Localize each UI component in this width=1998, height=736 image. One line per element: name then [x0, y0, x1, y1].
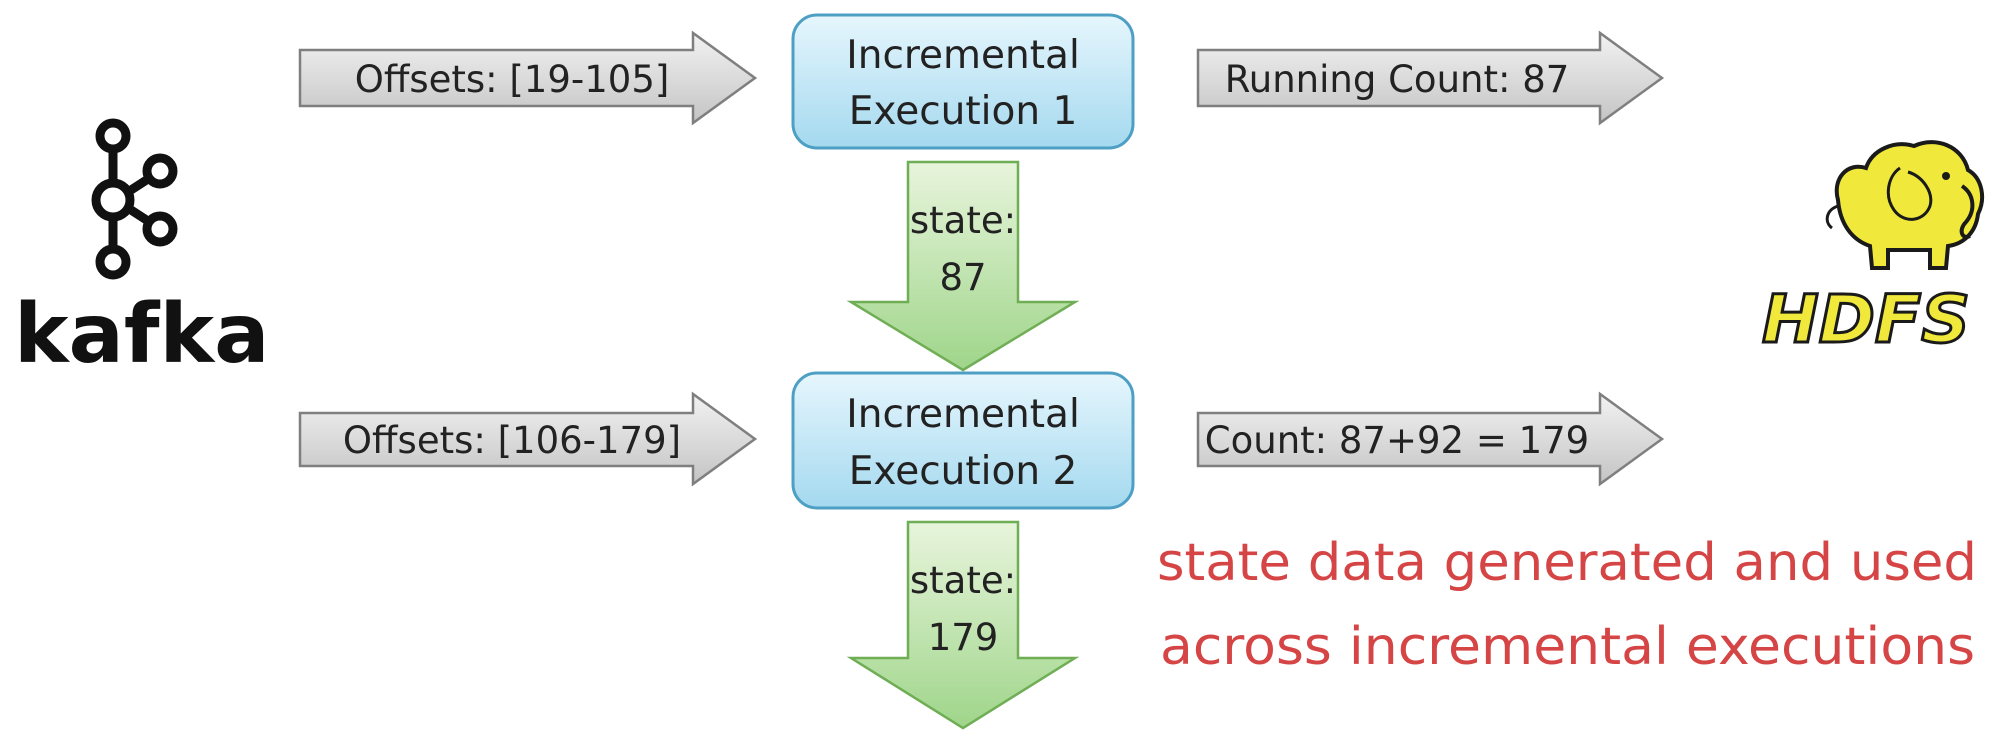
input-arrow-2: [298, 391, 758, 487]
state-arrow-2-line1: state:: [910, 559, 1016, 602]
hdfs-logo-text: HDFS: [1762, 281, 1970, 358]
input-arrow-1: [298, 30, 758, 126]
execution-box-2-line2: Execution 2: [849, 449, 1078, 494]
execution-row-1: Offsets: [19-105] Incremental Execution …: [298, 13, 1665, 372]
state-arrow-2-line2: 179: [928, 616, 999, 659]
annotation-line2: across incremental executions: [1160, 617, 1975, 677]
annotation-line1: state data generated and used: [1157, 533, 1977, 593]
execution-box-1-line2: Execution 1: [849, 89, 1078, 134]
output-arrow-2-label: Count: 87+92 = 179: [1205, 419, 1589, 462]
input-arrow-1-label: Offsets: [19-105]: [355, 58, 670, 101]
state-arrow-1-line1: state:: [910, 199, 1016, 242]
output-arrow-2: [1196, 391, 1665, 487]
state-arrow-1: [846, 160, 1080, 372]
output-arrow-1-label: Running Count: 87: [1225, 58, 1570, 101]
execution-box-2-line1: Incremental: [846, 392, 1080, 437]
state-arrow-1-line2: 87: [939, 256, 986, 299]
hadoop-elephant-icon: [1825, 140, 1985, 270]
execution-box-1: [791, 13, 1135, 150]
kafka-logo: kafka: [14, 118, 269, 382]
execution-box-2: [791, 371, 1135, 510]
kafka-logo-icon: [91, 118, 178, 280]
annotation: state data generated and used across inc…: [1157, 533, 1977, 677]
execution-row-2: Offsets: [106-179] Incremental Execution…: [298, 371, 1665, 730]
state-arrow-2: [846, 520, 1080, 730]
output-arrow-1: [1196, 30, 1665, 126]
kafka-logo-text: kafka: [14, 287, 269, 382]
execution-box-1-line1: Incremental: [846, 33, 1080, 78]
hdfs-logo: HDFS: [1761, 140, 1985, 360]
input-arrow-2-label: Offsets: [106-179]: [343, 419, 681, 462]
